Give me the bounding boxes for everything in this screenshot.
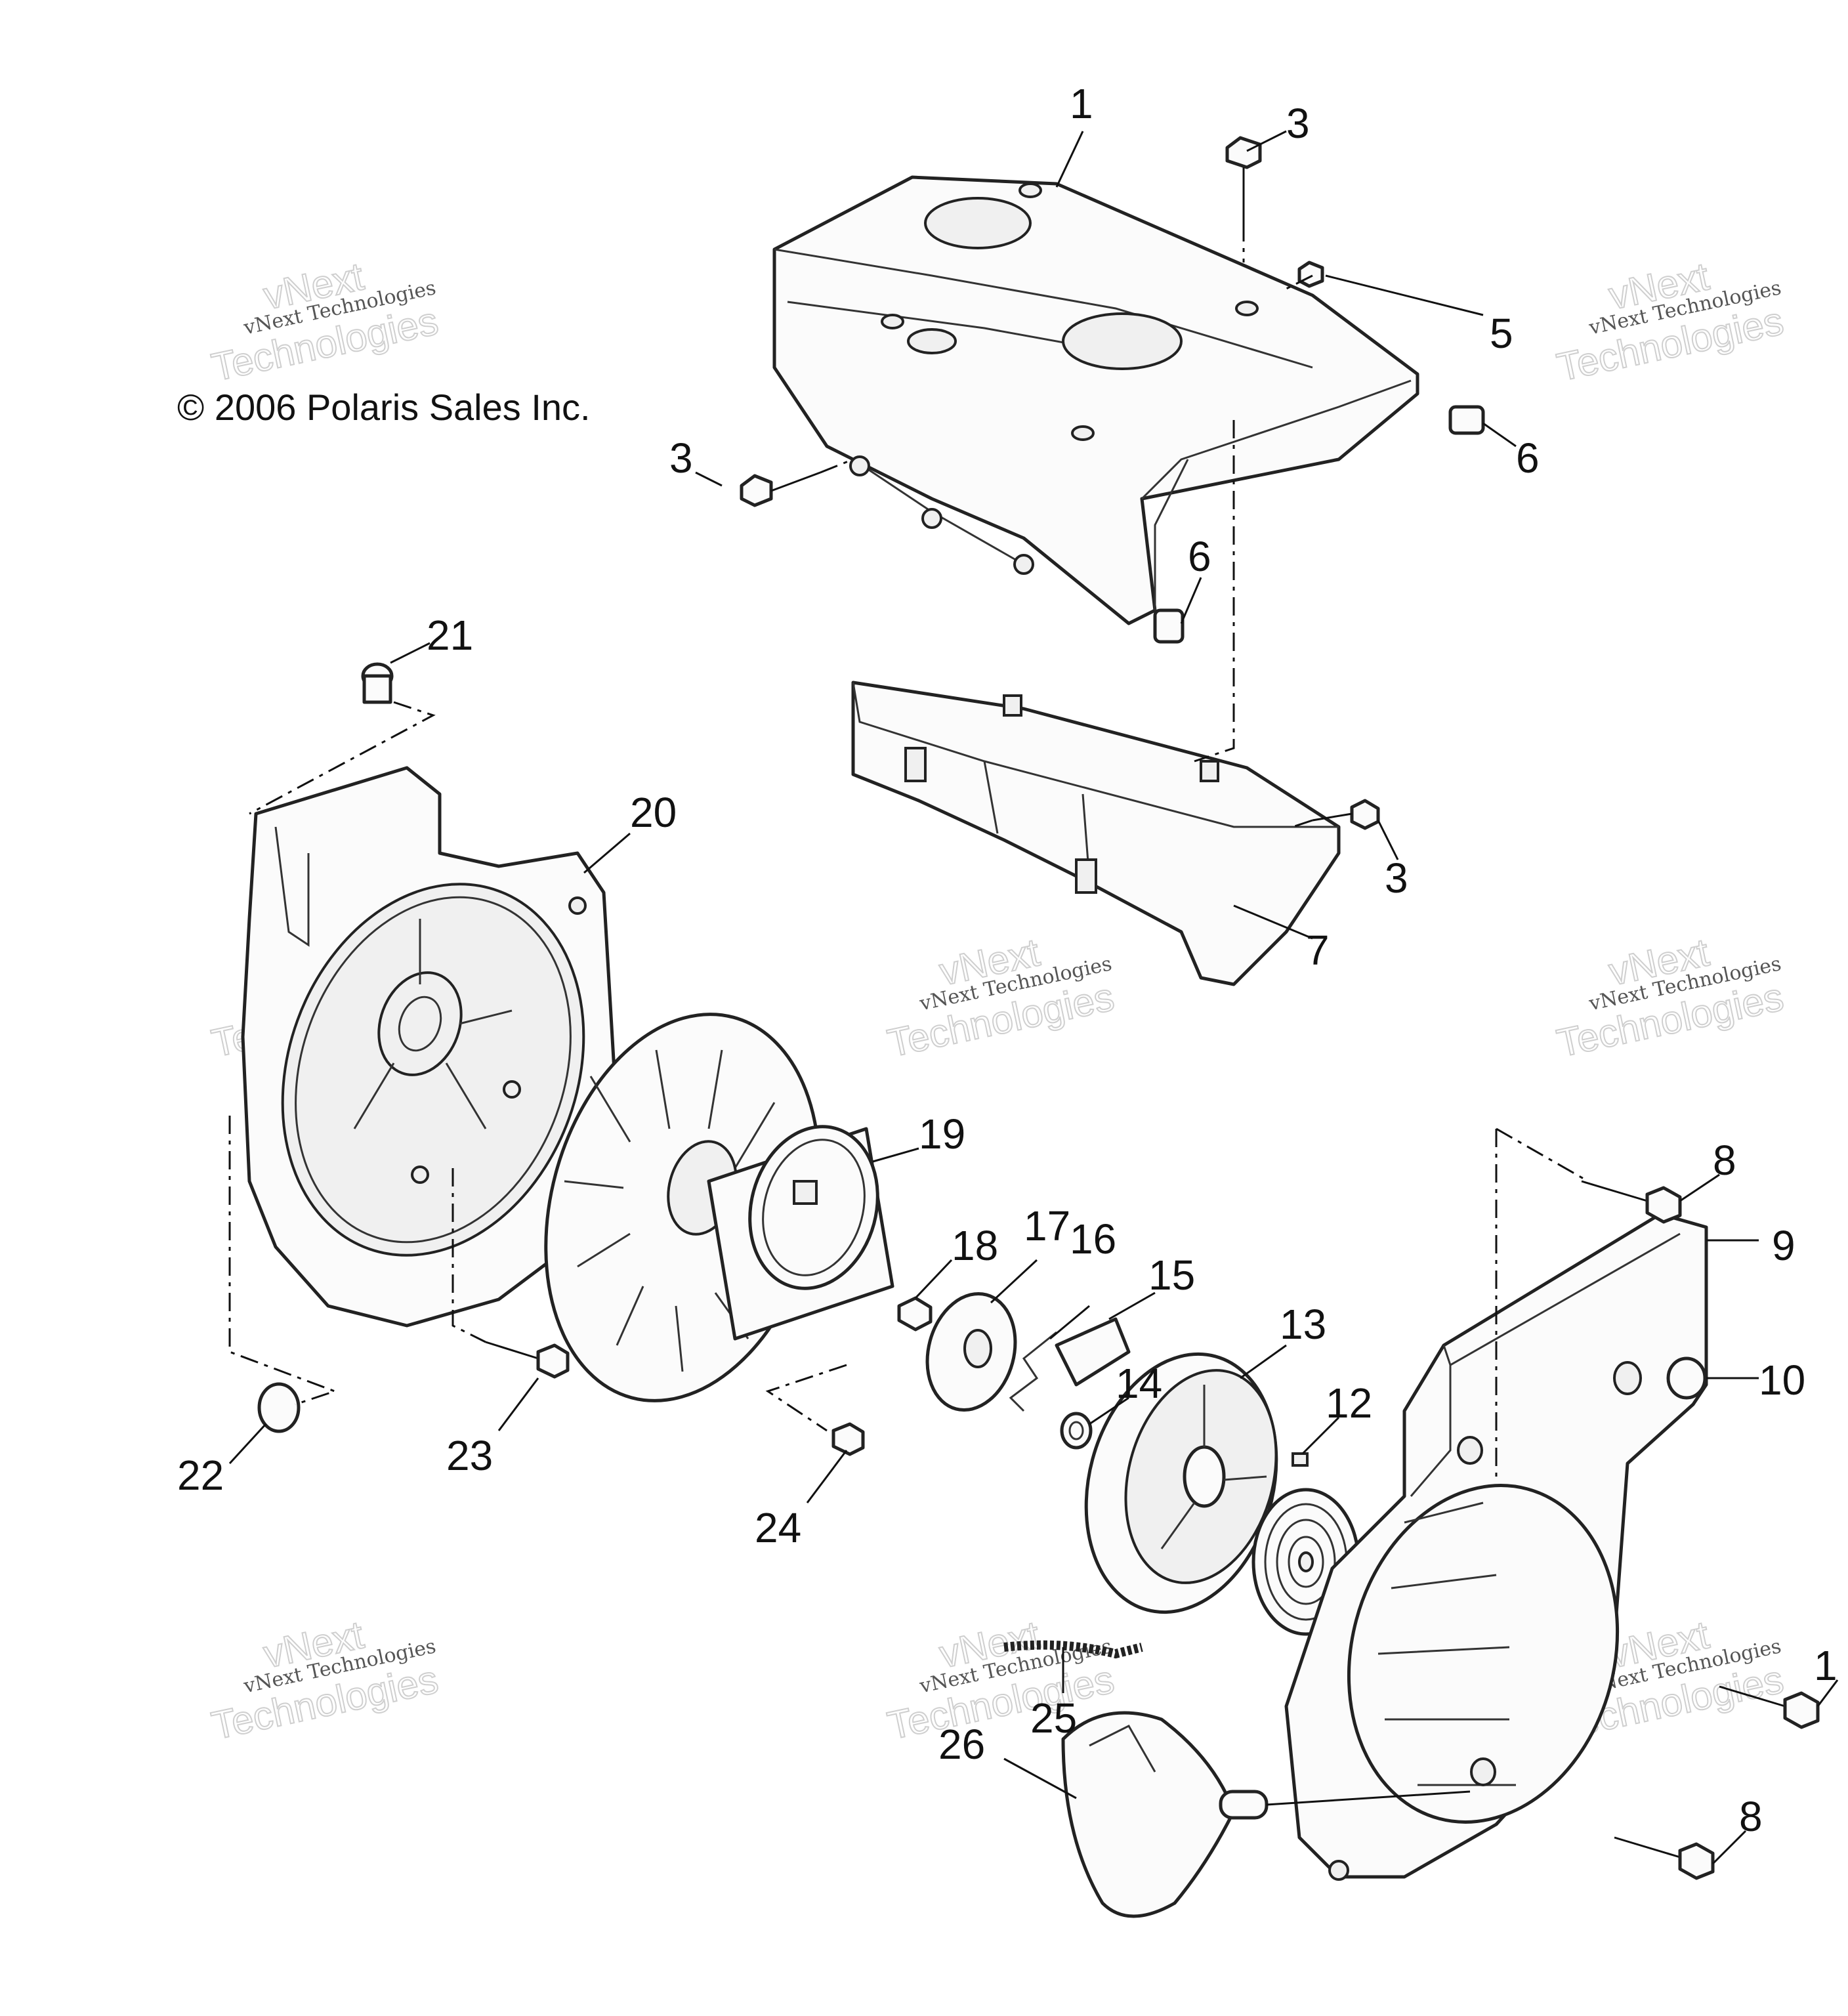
callout-12: 12 — [1326, 1379, 1372, 1427]
callout-5: 5 — [1490, 310, 1513, 357]
watermark: vNext vNext Technologies Technologies — [207, 253, 443, 390]
callout-9: 9 — [1772, 1222, 1796, 1269]
callout-22: 22 — [177, 1452, 224, 1499]
callout-24: 24 — [755, 1504, 801, 1551]
callout-6: 6 — [1516, 434, 1540, 482]
flywheel — [544, 1013, 894, 1402]
watermark: vNext vNext Technologies Technologies — [1553, 253, 1788, 390]
spring-16 — [1009, 1331, 1057, 1412]
callout-8: 8 — [1713, 1137, 1736, 1184]
starter-handle — [1061, 1711, 1269, 1918]
assembly-line — [452, 1168, 486, 1343]
callout-20: 20 — [630, 789, 677, 836]
callout-labels: 1 3 3 3 5 6 6 7 8 8 9 10 1 12 13 14 15 1… — [177, 80, 1838, 1840]
callout-17: 17 — [1024, 1202, 1070, 1250]
watermark: vNext vNext Technologies Technologies — [207, 1612, 443, 1748]
callout-6: 6 — [1188, 533, 1211, 580]
callout-10: 10 — [1759, 1356, 1805, 1404]
callout-16: 16 — [1070, 1215, 1116, 1263]
callout-26: 26 — [938, 1721, 985, 1768]
assembly-line — [249, 701, 436, 815]
plug-10 — [1666, 1356, 1707, 1400]
callout-15: 15 — [1148, 1251, 1195, 1299]
bolt-23 — [485, 1341, 570, 1379]
bolt-1-right — [1719, 1685, 1820, 1729]
callout-1: 1 — [1070, 80, 1093, 127]
callout-3: 3 — [669, 434, 693, 482]
bolt-3-duct — [1312, 799, 1380, 830]
leader-lines — [228, 130, 1839, 1865]
starter-rope — [1003, 1640, 1143, 1659]
grommet-6-left — [1153, 608, 1185, 644]
pawl-plate-17 — [925, 1292, 1017, 1412]
assembly-line — [1292, 819, 1313, 828]
recoil-housing — [1284, 1212, 1708, 1881]
callout-14: 14 — [1116, 1360, 1162, 1407]
callout-18: 18 — [952, 1222, 998, 1269]
callout-19: 19 — [919, 1110, 965, 1158]
bolt-24 — [831, 1422, 865, 1456]
watermark: vNext vNext Technologies Technologies — [1553, 929, 1788, 1066]
bolt-8-bottom — [1614, 1836, 1715, 1880]
callout-25: 25 — [1030, 1694, 1077, 1742]
fan-housing — [241, 766, 619, 1328]
assembly-line — [1496, 1127, 1589, 1183]
assembly-line — [1194, 420, 1235, 763]
ring-22 — [257, 1382, 301, 1433]
callout-21: 21 — [427, 612, 473, 659]
ring-14 — [1060, 1412, 1093, 1450]
assembly-line — [228, 1116, 338, 1406]
assembly-line — [765, 1364, 847, 1432]
bolt-3-top — [1225, 136, 1262, 223]
callout-1: 1 — [1814, 1642, 1838, 1689]
bushing-21 — [361, 662, 394, 704]
copyright-text: © 2006 Polaris Sales Inc. — [177, 387, 591, 428]
nut-18 — [897, 1296, 933, 1332]
assembly-line — [820, 458, 854, 474]
pawl-15 — [1055, 1317, 1131, 1387]
bolt-3-left — [740, 471, 821, 507]
lower-duct — [851, 681, 1341, 986]
assembly-line — [1286, 274, 1313, 290]
callout-3: 3 — [1385, 854, 1408, 902]
callout-8: 8 — [1739, 1793, 1763, 1840]
watermark: vNext vNext Technologies Technologies — [883, 929, 1119, 1066]
callout-13: 13 — [1280, 1301, 1326, 1348]
callout-23: 23 — [446, 1432, 493, 1479]
bolt-5 — [1297, 261, 1324, 288]
grommet-6-right — [1448, 405, 1485, 435]
callout-3: 3 — [1286, 100, 1310, 147]
bolt-8-top — [1581, 1180, 1682, 1224]
top-shroud — [772, 175, 1419, 625]
callout-7: 7 — [1306, 927, 1330, 974]
